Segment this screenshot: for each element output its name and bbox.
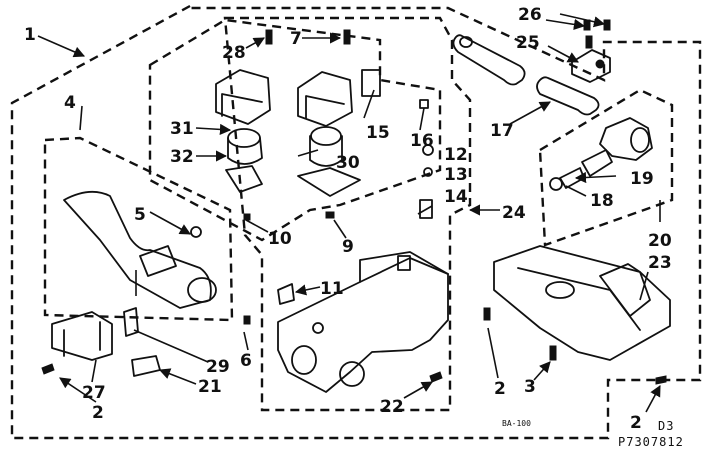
callout-16: 16 bbox=[410, 131, 434, 151]
solenoid-left bbox=[215, 69, 271, 193]
section-label: D3 bbox=[658, 419, 674, 433]
callout-32: 32 bbox=[170, 147, 194, 167]
callout-24: 24 bbox=[502, 203, 526, 223]
leader-lines bbox=[37, 13, 661, 413]
drawing-number: P7307812 bbox=[618, 435, 684, 449]
screw-21 bbox=[131, 355, 161, 377]
callout-29: 29 bbox=[206, 357, 230, 377]
callout-20: 20 bbox=[648, 231, 672, 251]
tube-25 bbox=[452, 34, 526, 86]
callout-12: 12 bbox=[444, 145, 468, 165]
callout-7: 7 bbox=[290, 29, 302, 49]
model-code-label: BA-100 bbox=[502, 419, 531, 428]
callout-2-left: 2 bbox=[92, 403, 104, 423]
bracket-23 bbox=[493, 245, 671, 361]
callout-25: 25 bbox=[516, 33, 540, 53]
callout-2-mid: 2 bbox=[494, 379, 506, 399]
callout-26: 26 bbox=[518, 5, 542, 25]
callout-1: 1 bbox=[24, 25, 36, 45]
callout-labels: 1 4 5 6 7 28 9 10 11 12 13 14 15 16 17 1… bbox=[24, 5, 672, 433]
assembly-1-outline bbox=[10, 4, 702, 440]
solenoid-bracket-outline bbox=[148, 18, 442, 242]
valve-assembly-24-outline bbox=[223, 16, 472, 412]
tube-17 bbox=[536, 76, 600, 116]
callout-21: 21 bbox=[198, 377, 222, 397]
igniter-4 bbox=[63, 190, 217, 309]
bracket-27 bbox=[51, 311, 113, 361]
callout-6: 6 bbox=[240, 351, 252, 371]
callout-22: 22 bbox=[380, 397, 404, 417]
callout-19: 19 bbox=[630, 169, 654, 189]
callout-14: 14 bbox=[444, 187, 468, 207]
callout-13: 13 bbox=[444, 165, 468, 185]
callout-15: 15 bbox=[366, 123, 390, 143]
small-parts bbox=[243, 99, 434, 305]
plate-29 bbox=[123, 307, 139, 337]
callout-30: 30 bbox=[336, 153, 360, 173]
callout-27: 27 bbox=[82, 383, 106, 403]
valve-body-24 bbox=[277, 251, 449, 393]
callout-28: 28 bbox=[222, 43, 246, 63]
fitting-group-20-outline bbox=[538, 88, 674, 247]
igniter-group-4-outline bbox=[43, 136, 234, 322]
callout-10: 10 bbox=[268, 229, 292, 249]
callout-11: 11 bbox=[320, 279, 344, 299]
screws bbox=[41, 29, 667, 385]
callout-9: 9 bbox=[342, 237, 354, 257]
callout-3: 3 bbox=[524, 377, 536, 397]
callout-4: 4 bbox=[64, 93, 76, 113]
callout-23: 23 bbox=[648, 253, 672, 273]
callout-17: 17 bbox=[490, 121, 514, 141]
solenoid-right bbox=[297, 69, 381, 197]
callout-18: 18 bbox=[590, 191, 614, 211]
callout-5: 5 bbox=[134, 205, 146, 225]
callout-2-right: 2 bbox=[630, 413, 642, 433]
callout-31: 31 bbox=[170, 119, 194, 139]
